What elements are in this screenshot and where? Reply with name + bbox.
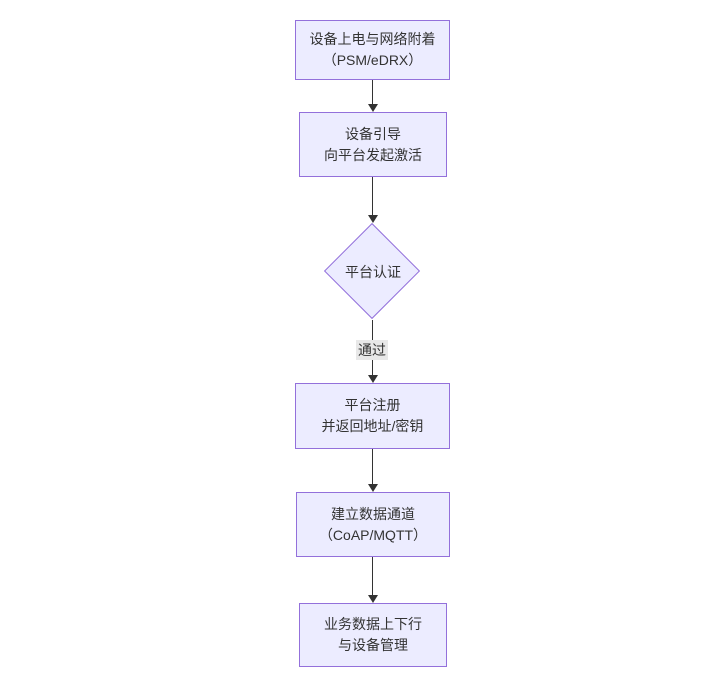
node-label-line: 设备上电与网络附着: [309, 31, 436, 47]
edge-bootstrap-to-auth: [372, 177, 373, 215]
edge-label-pass: 通过: [356, 340, 388, 360]
arrowhead-icon: [368, 375, 378, 383]
node-power-attach: 设备上电与网络附着 （PSM/eDRX）: [295, 20, 450, 80]
arrowhead-icon: [368, 595, 378, 603]
node-label-line: 并返回地址/密钥: [321, 418, 424, 434]
edge-register-to-channel: [372, 449, 373, 484]
node-label-line: 业务数据上下行: [324, 616, 422, 632]
node-label-line: （PSM/eDRX）: [322, 52, 423, 68]
arrowhead-icon: [368, 215, 378, 223]
node-label-line: 向平台发起激活: [324, 146, 422, 163]
node-label-line: 平台注册: [344, 397, 401, 413]
node-business: 业务数据上下行 与设备管理: [299, 603, 447, 667]
node-label-line: 与设备管理: [338, 637, 408, 653]
edge-channel-to-business: [372, 557, 373, 595]
arrowhead-icon: [368, 104, 378, 112]
node-label-line: 建立数据通道: [331, 505, 415, 522]
edge-power-to-bootstrap: [372, 80, 373, 104]
node-bootstrap: 设备引导 向平台发起激活: [299, 112, 447, 177]
node-label-line: （CoAP/MQTT）: [318, 526, 428, 543]
node-label-line: 设备引导: [345, 125, 401, 142]
node-register: 平台注册 并返回地址/密钥: [295, 383, 450, 449]
arrowhead-icon: [368, 484, 378, 492]
node-channel: 建立数据通道 （CoAP/MQTT）: [296, 492, 450, 557]
node-auth-label: 平台认证: [345, 263, 401, 280]
